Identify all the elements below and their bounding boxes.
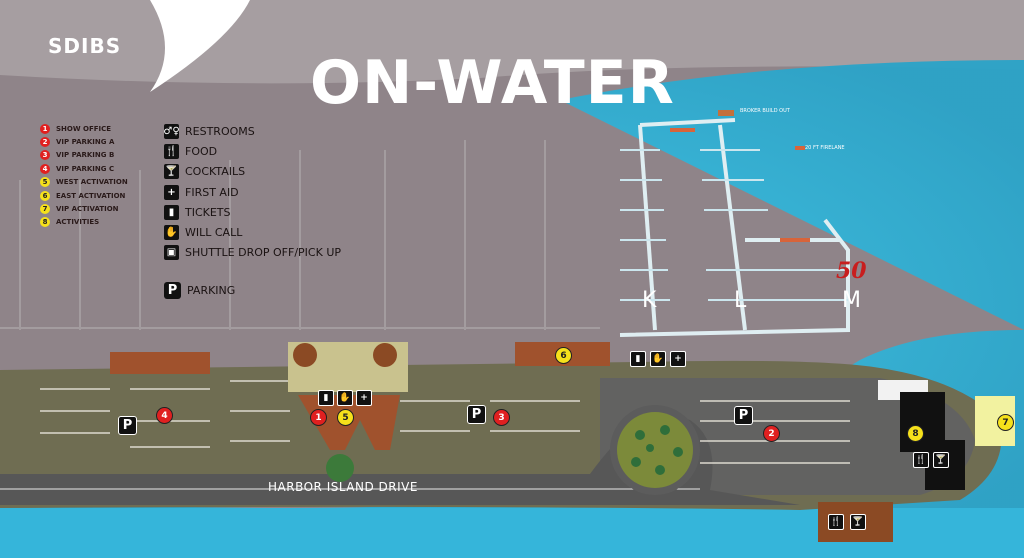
dock-label-k: K	[642, 288, 657, 313]
building-west	[110, 352, 210, 374]
legend-item: 8 ACTIVITIES	[40, 216, 128, 229]
cocktail-icon: 🍸	[164, 164, 179, 180]
marker-east-activation[interactable]: 6	[555, 347, 572, 364]
marker-vip-parking-b[interactable]: 3	[493, 409, 510, 426]
legend-parking: P PARKING	[164, 282, 235, 299]
broker-label: BROKER BUILD OUT	[740, 108, 790, 114]
firelane-label: 20 FT FIRELANE	[805, 145, 845, 151]
legend-dot: 5	[40, 177, 50, 188]
ticket-icon[interactable]: ▮	[630, 351, 646, 367]
dock-label-m: M	[842, 288, 861, 313]
legend-label: VIP ACTIVATION	[56, 205, 119, 214]
legend-label: RESTROOMS	[185, 124, 255, 138]
legend-item: 5 WEST ACTIVATION	[40, 176, 128, 189]
legend-dot: 1	[40, 123, 50, 134]
legend-label: COCKTAILS	[185, 165, 246, 179]
legend-label: VIP PARKING A	[56, 138, 115, 147]
legend-item: ▮ TICKETS	[164, 202, 341, 222]
first-aid-icon[interactable]: +	[670, 351, 686, 367]
marker-west-activation[interactable]: 5	[337, 409, 354, 426]
legend-item: + FIRST AID	[164, 182, 341, 202]
parking-marker-east[interactable]: P	[734, 406, 753, 425]
legend-label: ACTIVITIES	[56, 218, 100, 227]
food-icon[interactable]: 🍴	[828, 514, 844, 530]
legend-label: FOOD	[185, 144, 218, 158]
parking-marker-west[interactable]: P	[118, 416, 137, 435]
legend-dot: 2	[40, 137, 50, 148]
legend-dot: 3	[40, 150, 50, 161]
restroom-icon[interactable]: ▮	[318, 390, 334, 406]
legend-item: 🍴 FOOD	[164, 141, 341, 161]
legend-item: ▣ SHUTTLE DROP OFF/PICK UP	[164, 243, 341, 263]
legend-label: FIRST AID	[185, 185, 239, 199]
parking-icon: P	[164, 282, 181, 299]
page-title: ON-WATER	[310, 48, 675, 118]
marker-vip-activation[interactable]: 7	[997, 414, 1014, 431]
legend-item: ✋ WILL CALL	[164, 222, 341, 242]
anniversary-badge: 50	[836, 258, 867, 284]
cocktail-icon[interactable]: 🍸	[850, 514, 866, 530]
legend-label: SHOW OFFICE	[56, 124, 112, 133]
logo: SDIBS	[48, 34, 122, 58]
marker-activities[interactable]: 8	[907, 425, 924, 442]
legend-dot: 8	[40, 217, 50, 228]
harbor-island-drive	[0, 415, 800, 505]
will-call-icon[interactable]: ✋	[650, 351, 666, 367]
legend-item: 🍸 COCKTAILS	[164, 162, 341, 182]
food-icon: 🍴	[164, 143, 179, 159]
legend-item: 4 VIP PARKING C	[40, 162, 128, 175]
legend-amenities: ♂♀RESTROOMS 🍴FOOD 🍸COCKTAILS +FIRST AID …	[163, 121, 341, 263]
shuttle-icon: ▣	[164, 245, 179, 261]
legend-label: VIP PARKING B	[56, 151, 115, 160]
legend-item: 3 VIP PARKING B	[40, 149, 128, 162]
ticket-icon: ▮	[164, 204, 179, 220]
legend-dot: 7	[40, 204, 50, 215]
legend-label: SHUTTLE DROP OFF/PICK UP	[185, 246, 341, 260]
legend-dot: 4	[40, 163, 50, 174]
legend-item: 7 VIP ACTIVATION	[40, 202, 128, 215]
marker-vip-parking-c[interactable]: 4	[156, 407, 173, 424]
road-label: HARBOR ISLAND DRIVE	[268, 480, 418, 494]
cocktail-icon[interactable]: 🍸	[933, 452, 949, 468]
legend-item: 6 EAST ACTIVATION	[40, 189, 128, 202]
legend-item: 1 SHOW OFFICE	[40, 122, 128, 135]
dock-label-l: L	[734, 288, 747, 313]
will-call-icon[interactable]: ✋	[337, 390, 353, 406]
first-aid-icon[interactable]: +	[356, 390, 372, 406]
dock-fingers	[620, 149, 848, 301]
legend-item: ♂♀ RESTROOMS	[163, 121, 341, 141]
food-icon[interactable]: 🍴	[913, 452, 929, 468]
legend-label: TICKETS	[185, 205, 231, 219]
marker-show-office[interactable]: 1	[310, 409, 327, 426]
roundabout-garden	[617, 412, 693, 488]
parking-marker-center[interactable]: P	[467, 405, 486, 424]
legend-label: PARKING	[187, 284, 236, 297]
logo-swoosh	[140, 0, 250, 92]
legend-label: VIP PARKING C	[56, 164, 115, 173]
legend-label: WEST ACTIVATION	[56, 178, 128, 187]
first-aid-icon: +	[164, 184, 179, 200]
legend-item: 2 VIP PARKING A	[40, 135, 128, 148]
marker-vip-parking-a[interactable]: 2	[763, 425, 780, 442]
will-call-icon: ✋	[164, 225, 179, 241]
legend-label: WILL CALL	[185, 226, 243, 240]
legend-dot: 6	[40, 190, 50, 201]
faded-docks	[0, 140, 600, 330]
restroom-icon: ♂♀	[163, 123, 180, 139]
legend-label: EAST ACTIVATION	[56, 191, 126, 200]
